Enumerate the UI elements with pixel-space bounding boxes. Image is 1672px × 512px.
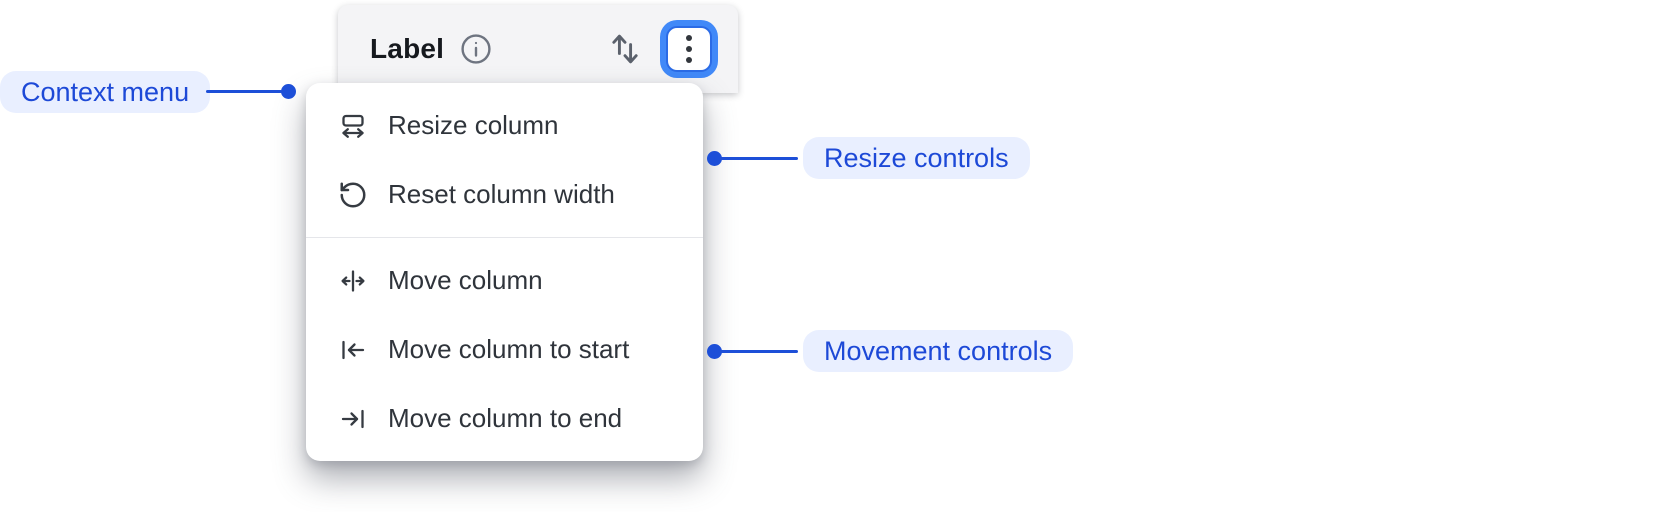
annotation-resize-controls: Resize controls (803, 137, 1030, 179)
annotation-movement-controls: Movement controls (803, 330, 1074, 372)
annotation-connector-line (714, 350, 798, 353)
menu-divider (306, 237, 703, 238)
reset-column-width-icon (338, 180, 368, 210)
menu-item-label: Move column (388, 265, 543, 295)
menu-item-label: Move column to end (388, 403, 623, 433)
menu-item-reset-column-width[interactable]: Reset column width (306, 160, 703, 229)
annotation-connector-line (714, 157, 798, 160)
column-header: Label (338, 5, 738, 93)
annotation-connector-dot (281, 84, 296, 99)
menu-item-resize-column[interactable]: Resize column (306, 91, 703, 160)
resize-column-icon (338, 111, 368, 141)
move-column-icon (338, 266, 368, 296)
kebab-menu-icon (686, 46, 692, 52)
move-column-to-start-icon (338, 335, 368, 365)
menu-item-label: Resize column (388, 110, 559, 140)
annotation-context-menu: Context menu (0, 71, 211, 113)
menu-item-label: Reset column width (388, 179, 615, 209)
menu-item-move-column[interactable]: Move column (306, 246, 703, 315)
column-header-title: Label (370, 33, 445, 64)
kebab-menu-icon (686, 57, 692, 63)
annotation-connector-line (206, 90, 282, 93)
move-column-to-end-icon (338, 404, 368, 434)
kebab-menu-icon (686, 35, 692, 41)
menu-item-move-column-to-start[interactable]: Move column to start (306, 315, 703, 384)
kebab-menu-button[interactable] (666, 26, 712, 72)
context-menu: Resize column Reset column width (306, 83, 703, 461)
menu-item-label: Move column to start (388, 334, 630, 364)
info-icon[interactable] (460, 33, 492, 65)
sort-icon[interactable] (608, 30, 642, 68)
menu-item-move-column-to-end[interactable]: Move column to end (306, 384, 703, 453)
